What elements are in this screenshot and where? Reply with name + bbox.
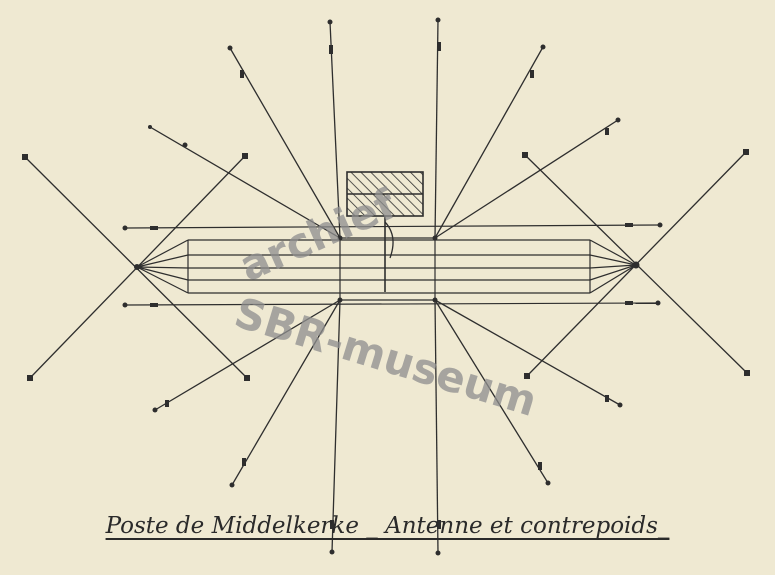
diagram-caption: Poste de Middelkerke _ Antenne et contre… <box>0 513 775 539</box>
antenna-wire <box>434 19 439 239</box>
anchor-point <box>244 375 250 381</box>
radial-antenna-wires <box>149 19 621 554</box>
anchor-point <box>744 370 750 376</box>
antenna-wire <box>329 21 341 239</box>
wire-terminals <box>22 17 750 556</box>
station-building <box>346 171 424 292</box>
anchor-point <box>524 373 530 379</box>
antenna-wire <box>231 299 341 486</box>
antenna-wire <box>149 126 341 239</box>
antenna-wire <box>434 46 544 239</box>
antenna-wire <box>331 299 341 553</box>
anchor-point <box>743 149 749 155</box>
anchor-point <box>522 152 528 158</box>
watermark-line1: archief <box>232 179 403 291</box>
antenna-wire <box>154 299 341 411</box>
anchor-point <box>22 154 28 160</box>
antenna-wire <box>434 299 549 484</box>
antenna-wire <box>434 299 439 554</box>
antenna-wire <box>229 47 341 239</box>
antenna-wire <box>434 299 621 406</box>
anchor-point <box>27 375 33 381</box>
anchor-point <box>242 153 248 159</box>
watermark: archief SBR-museum <box>229 179 543 426</box>
caption-text: Poste de Middelkerke _ Antenne et contre… <box>105 513 670 539</box>
antenna-wire <box>434 119 619 239</box>
watermark-line2: SBR-museum <box>229 288 543 426</box>
horizontal-feeder-wires <box>124 224 661 306</box>
